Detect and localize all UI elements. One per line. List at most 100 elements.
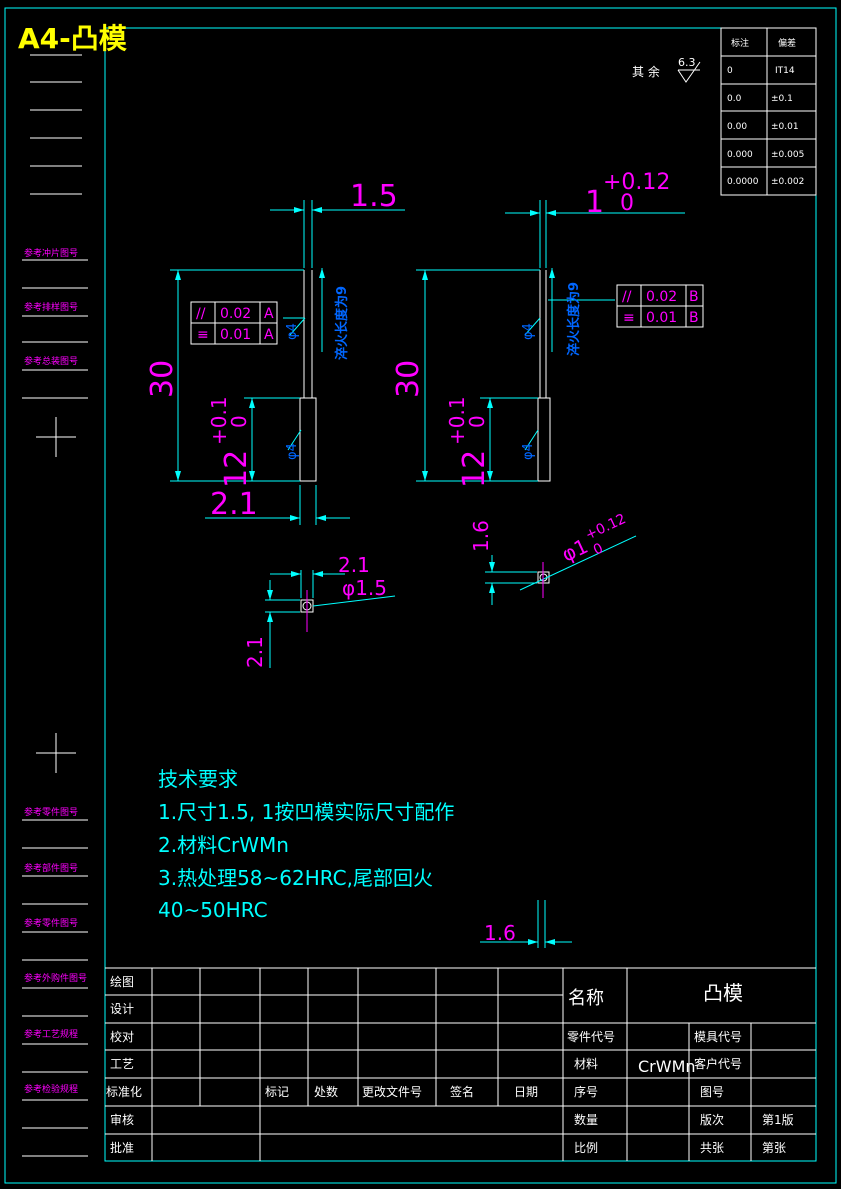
block-label: 审核 xyxy=(110,1112,134,1127)
detail-dia-tol-upper: +0.12 xyxy=(583,511,629,544)
left-gdt-frame xyxy=(190,301,278,345)
revision-label: 处数 xyxy=(314,1084,338,1099)
block-label: 绘图 xyxy=(110,974,134,989)
title-block-grid xyxy=(105,967,816,1161)
dim-top-width-main: 1 xyxy=(585,185,604,220)
gdt-datum: A xyxy=(264,306,274,322)
gdt-value: 0.01 xyxy=(646,310,677,326)
gdt-value: 0.02 xyxy=(220,306,251,322)
edition-value: 第1版 xyxy=(762,1113,794,1127)
bottom-dim-value: 1.6 xyxy=(484,921,516,945)
left-strip-label: 参考零件图号 xyxy=(24,917,78,929)
gdt-value: 0.02 xyxy=(646,289,677,305)
dim-height: 30 xyxy=(391,360,426,398)
tol-deviation: ±0.005 xyxy=(771,150,804,160)
left-strip-label: 参考总装图号 xyxy=(24,355,78,367)
block-label: 标准化 xyxy=(106,1085,142,1099)
gdt-value: 0.01 xyxy=(220,327,251,343)
tol-header-deviation: 偏差 xyxy=(778,37,796,49)
tol-notation: 0.0 xyxy=(727,94,742,104)
left-strip-label: 参考外购件图号 xyxy=(24,972,87,984)
right-gdt-frame xyxy=(616,284,704,328)
scale-label: 比例 xyxy=(574,1141,598,1155)
inner-frame xyxy=(104,27,817,1162)
revision-label: 签名 xyxy=(450,1084,474,1099)
block-label: 批准 xyxy=(110,1140,134,1155)
tol-notation: 0.0000 xyxy=(727,177,759,187)
material-label: 材料 xyxy=(574,1057,598,1071)
tol-notation: 0.00 xyxy=(727,122,747,132)
dim-top-width: 1.5 xyxy=(350,179,398,214)
tolerance-table xyxy=(720,27,817,196)
roughness-symbol-icon xyxy=(677,61,701,83)
material-value: CrWMn xyxy=(638,1057,696,1076)
left-strip-label: 参考排样图号 xyxy=(24,301,78,313)
tech-line: 1.尺寸1.5, 1按凹模实际尺寸配作 xyxy=(158,800,454,824)
dim-lower-tol-lower: 0 xyxy=(465,415,489,428)
tech-line: 3.热处理58~62HRC,尾部回火 xyxy=(158,866,433,890)
block-label: 设计 xyxy=(110,1002,134,1016)
block-label: 校对 xyxy=(110,1029,134,1044)
gdt-symbol: ≡ xyxy=(623,310,635,326)
detail-right xyxy=(485,535,637,605)
mold-code-label: 模具代号 xyxy=(694,1030,742,1044)
name-label: 名称 xyxy=(568,988,604,1009)
tol-deviation: IT14 xyxy=(775,66,795,76)
revision-label: 日期 xyxy=(514,1085,538,1099)
left-strip-label: 参考部件图号 xyxy=(24,862,78,874)
gdt-datum: A xyxy=(264,327,274,343)
quench-note: 淬火长度为9 xyxy=(566,282,582,356)
roughness-value: 6.3 xyxy=(678,56,696,69)
block-label: 工艺 xyxy=(110,1057,134,1071)
left-part-outline xyxy=(299,270,317,482)
dim-lower-tol-lower: 0 xyxy=(227,415,251,428)
tol-notation: 0.000 xyxy=(727,150,753,160)
detail-width: 2.1 xyxy=(338,553,370,577)
gdt-symbol: ≡ xyxy=(197,327,209,343)
detail-height: 2.1 xyxy=(243,636,267,668)
revision-label: 更改文件号 xyxy=(362,1084,422,1099)
dim-lower-tol-upper: +0.1 xyxy=(445,396,469,445)
fit-label: φ4 xyxy=(285,323,300,340)
total-sheets-label: 共张 xyxy=(700,1141,724,1155)
sheet-title: A4-凸模 xyxy=(18,22,128,55)
outer-frame xyxy=(4,7,837,1184)
part-code-label: 零件代号 xyxy=(567,1030,615,1044)
left-dimension-lines xyxy=(170,200,405,525)
dim-bottom-width: 2.1 xyxy=(210,487,258,522)
tol-deviation: ±0.01 xyxy=(771,122,799,132)
tech-title: 技术要求 xyxy=(158,767,238,791)
tech-line: 40~50HRC xyxy=(158,898,268,922)
part-name: 凸模 xyxy=(703,981,743,1005)
tol-deviation: ±0.002 xyxy=(771,177,804,187)
dim-top-tol-lower: 0 xyxy=(620,191,634,216)
quench-note: 淬火长度为9 xyxy=(334,286,350,360)
gdt-datum: B xyxy=(689,310,699,326)
seq-label: 序号 xyxy=(574,1084,598,1099)
roughness-label: 其 余 xyxy=(632,64,660,79)
tech-line: 2.材料CrWMn xyxy=(158,833,289,857)
tol-deviation: ±0.1 xyxy=(771,94,793,104)
detail-dia: φ1.5 xyxy=(342,576,387,600)
dim-lower-height: 12 xyxy=(457,450,492,488)
dim-height: 30 xyxy=(145,360,180,398)
fit-label: φ4 xyxy=(521,323,536,340)
gdt-datum: B xyxy=(689,289,699,305)
sheet-no-label: 第张 xyxy=(762,1141,786,1155)
left-strip-label: 参考冲片图号 xyxy=(24,247,78,259)
dim-top-tol-upper: +0.12 xyxy=(603,170,670,195)
detail-height: 1.6 xyxy=(469,520,493,552)
dim-lower-tol-upper: +0.1 xyxy=(207,396,231,445)
revision-label: 标记 xyxy=(265,1085,289,1099)
right-dimension-lines xyxy=(416,200,685,482)
qty-label: 数量 xyxy=(574,1112,598,1127)
customer-code-label: 客户代号 xyxy=(694,1056,742,1071)
gdt-symbol: // xyxy=(196,306,206,322)
fit-label: φ4 xyxy=(285,443,300,460)
bottom-dimension xyxy=(480,900,572,948)
gdt-symbol: // xyxy=(622,289,632,305)
tol-notation: 0 xyxy=(727,66,733,76)
left-strip xyxy=(22,54,88,1157)
edition-label: 版次 xyxy=(700,1113,724,1127)
